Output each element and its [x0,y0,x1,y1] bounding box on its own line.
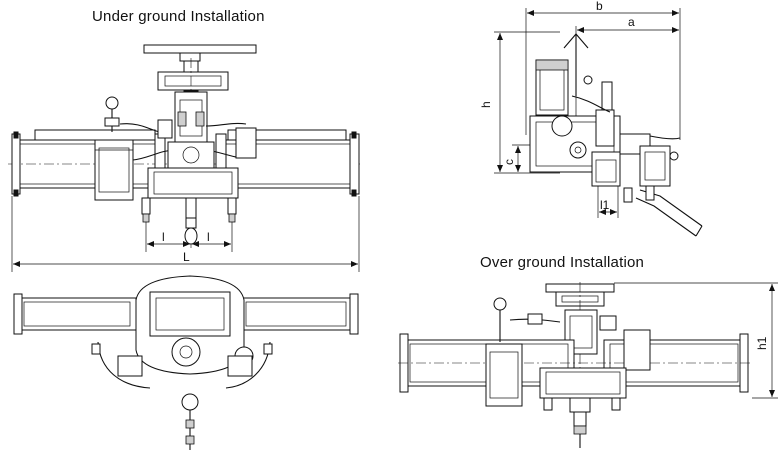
under-ground-title: Under ground Installation [92,8,265,25]
dim-h1-label: h1 [755,336,769,350]
side-view [494,8,703,237]
dim-L-label: L [183,250,190,264]
dim-a-label: a [628,15,635,29]
dim-h-label: h [479,101,493,108]
dim-c-label: c [502,159,516,165]
dim-l1-label: l1 [600,198,610,212]
under-ground-top-view [13,275,359,450]
dim-l-left-label: l [162,230,165,244]
over-ground-view [398,282,778,448]
dim-l-right-label: l [207,230,210,244]
dim-b-label: b [596,0,603,13]
over-ground-title: Over ground Installation [480,254,645,271]
under-ground-front-view [8,44,360,272]
